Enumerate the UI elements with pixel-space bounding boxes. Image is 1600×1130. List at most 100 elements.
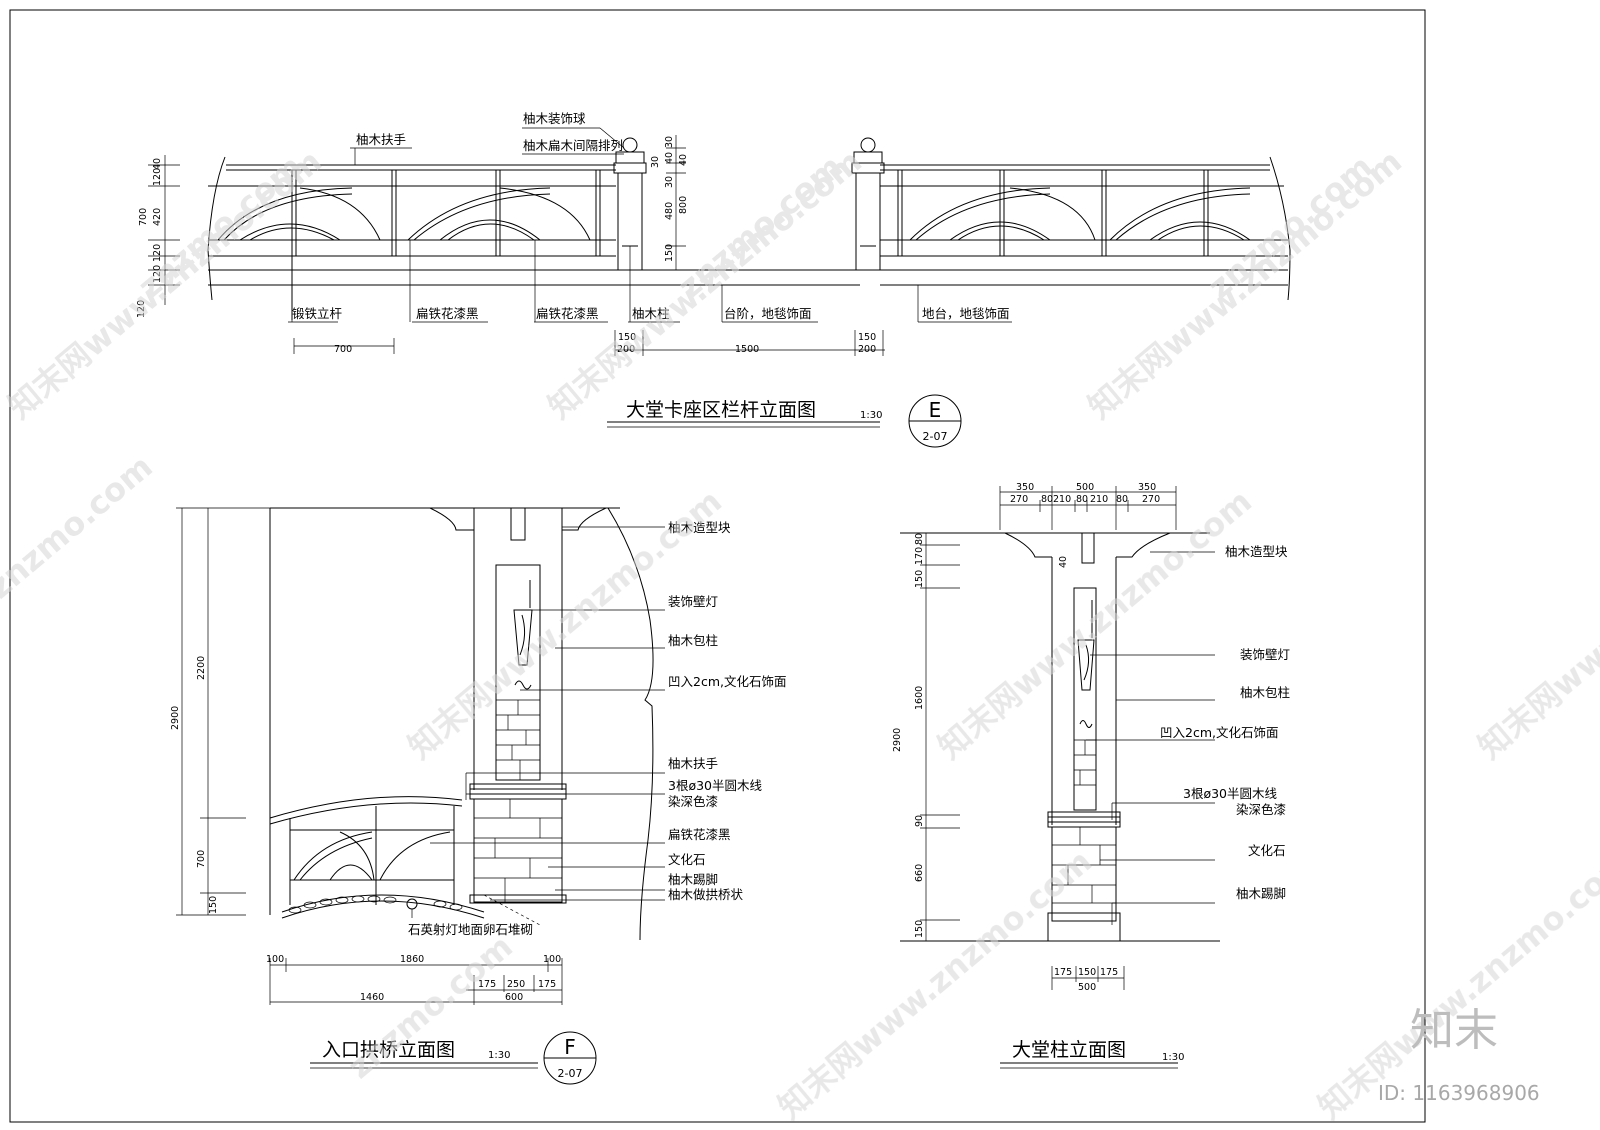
- label-wrought-iron-post: 锻铁立杆: [292, 306, 343, 321]
- drawing-g-left-dims: 80 170 150 1600 90 660 150 2900: [892, 533, 925, 938]
- dim-text: 600: [505, 992, 523, 1003]
- dim-text: 150: [618, 332, 636, 343]
- dim-text: 120: [152, 265, 163, 283]
- drawing-f-left-dims: 2900 2200 700 150: [170, 656, 219, 914]
- dim-text: 40: [664, 152, 675, 164]
- label-culture-stone-f: 文化石: [668, 852, 706, 867]
- dim-text: 120: [152, 244, 163, 262]
- label-recess-f: 凹入2cm,文化石饰面: [668, 674, 786, 689]
- label-platform: 地台，地毯饰面: [922, 306, 1010, 321]
- label-wall-lamp-g: 装饰壁灯: [1240, 647, 1290, 662]
- dim-text: 175: [1100, 967, 1118, 978]
- drawing-g-scale: 1:30: [1162, 1052, 1184, 1063]
- drawing-f-scale: 1:30: [488, 1050, 510, 1061]
- dim-text: 150: [914, 570, 925, 588]
- drawing-f-tag-sheet: 2-07: [558, 1067, 583, 1080]
- dim-text: 150: [1078, 967, 1096, 978]
- drawing-e-title: 大堂卡座区栏杆立面图: [626, 399, 816, 421]
- dim-text: 175: [538, 979, 556, 990]
- dim-text: 350: [1016, 482, 1034, 493]
- label-step: 台阶，地毯饰面: [724, 306, 812, 321]
- dim-text: 150: [858, 332, 876, 343]
- watermark-text: 知末网www.znzmo.com: [401, 482, 729, 766]
- dim-text: 2900: [892, 728, 903, 752]
- drawing-e-railing-elevation: [148, 127, 1291, 448]
- label-teak-block-f: 柚木造型块: [668, 520, 731, 535]
- label-molding-f: 3根ø30半圆木线: [668, 778, 763, 793]
- dim-text: 800: [678, 196, 689, 214]
- watermark-text: 知末网www.znzmo.com: [1471, 482, 1600, 766]
- drawing-g-bottom-dims: 175 150 175 500: [1054, 967, 1118, 993]
- watermark-text: 知末网www.znzmo.com: [1081, 142, 1409, 426]
- dim-text: 660: [914, 864, 925, 882]
- drawing-e-scale: 1:30: [860, 410, 882, 421]
- dim-text: 100: [266, 954, 284, 965]
- label-skirting-g: 柚木踢脚: [1236, 886, 1286, 901]
- drawing-e-tag-letter: E: [929, 398, 942, 422]
- label-teak-block-g: 柚木造型块: [1225, 544, 1288, 559]
- dim-text: 175: [1054, 967, 1072, 978]
- dim-text: 90: [914, 815, 925, 827]
- dim-text: 150: [664, 244, 675, 262]
- drawing-g-title: 大堂柱立面图: [1012, 1039, 1126, 1061]
- watermark-id: ID: 1163968906: [1378, 1081, 1540, 1105]
- label-teak-handrail: 柚木扶手: [356, 132, 406, 147]
- label-skirting-f: 柚木踢脚: [668, 872, 718, 887]
- label-flat-iron-f: 扁铁花漆黑: [668, 827, 731, 842]
- dim-text: 1600: [914, 686, 925, 710]
- label-floor-f: 石英射灯地面卵石堆砌: [408, 922, 533, 937]
- drawing-g-top-dims: 350 500 350 270 80 210 80 210 80 270: [1010, 482, 1160, 505]
- dim-text: 700: [334, 344, 352, 355]
- dim-text: 1860: [400, 954, 424, 965]
- drawing-g-lobby-column-elevation: [900, 486, 1220, 1069]
- dim-text-inner: 40: [1058, 556, 1069, 568]
- dim-text: 250: [507, 979, 525, 990]
- drawing-f-bottom-dims: 100 1860 100 175 250 175 1460 600: [266, 954, 561, 1003]
- label-wall-lamp-f: 装饰壁灯: [668, 594, 718, 609]
- dim-text: 175: [478, 979, 496, 990]
- dim-text: 350: [1138, 482, 1156, 493]
- watermark-text: znzmo.com: [0, 447, 160, 606]
- watermark-text: znzmo.com: [341, 927, 520, 1086]
- dim-text: 480: [664, 202, 675, 220]
- dim-text: 700: [196, 850, 207, 868]
- dim-text: 270: [1142, 494, 1160, 505]
- dim-text: 210: [1053, 494, 1071, 505]
- dim-text: 80: [914, 533, 925, 545]
- dim-text: 200: [617, 344, 635, 355]
- dim-text: 170: [914, 547, 925, 565]
- dim-text: 30: [664, 136, 675, 148]
- watermark-layer: znzmo.com 知末网www.znzmo.com znzmo.com 知末网…: [0, 142, 1600, 1126]
- label-teak-wrap-f: 柚木包柱: [668, 633, 718, 648]
- dim-text: 30: [650, 156, 661, 168]
- dim-text: 40: [152, 158, 163, 170]
- dim-text: 200: [858, 344, 876, 355]
- sheet-border: [9, 9, 1426, 1123]
- drawing-f-tag-letter: F: [564, 1035, 576, 1059]
- label-arch-f: 柚木做拱桥状: [668, 887, 744, 902]
- drawing-f-arch-bridge-elevation: [176, 507, 665, 1085]
- dim-text: 120: [136, 300, 147, 318]
- label-dark-paint-f: 染深色漆: [668, 794, 718, 809]
- dim-text: 210: [1090, 494, 1108, 505]
- label-handrail-f: 柚木扶手: [668, 756, 718, 771]
- label-teak-slats: 柚木扁木间隔排列: [523, 138, 623, 153]
- dim-text: 100: [543, 954, 561, 965]
- dim-text: 150: [914, 920, 925, 938]
- label-culture-stone-g: 文化石: [1248, 843, 1286, 858]
- dim-text: 270: [1010, 494, 1028, 505]
- dim-text: 120: [152, 168, 163, 186]
- watermark-text: 知末网www.znzmo.com: [771, 842, 1099, 1126]
- dim-text: 1460: [360, 992, 384, 1003]
- label-teak-column: 柚木柱: [632, 306, 670, 321]
- dim-text: 500: [1078, 982, 1096, 993]
- label-dark-paint-g: 染深色漆: [1236, 802, 1286, 817]
- watermark-brand: 知末: [1410, 1005, 1498, 1056]
- label-recess-g: 凹入2cm,文化石饰面: [1160, 725, 1278, 740]
- dim-text: 420: [152, 208, 163, 226]
- label-molding-g: 3根ø30半圆木线: [1183, 786, 1278, 801]
- dim-text: 700: [138, 208, 149, 226]
- drawing-e-tag-sheet: 2-07: [923, 430, 948, 443]
- watermark-text: 知末网www.znzmo.com: [931, 482, 1259, 766]
- drawing-e-post-dims: 30 30 40 40 30 480 800 150: [650, 136, 689, 262]
